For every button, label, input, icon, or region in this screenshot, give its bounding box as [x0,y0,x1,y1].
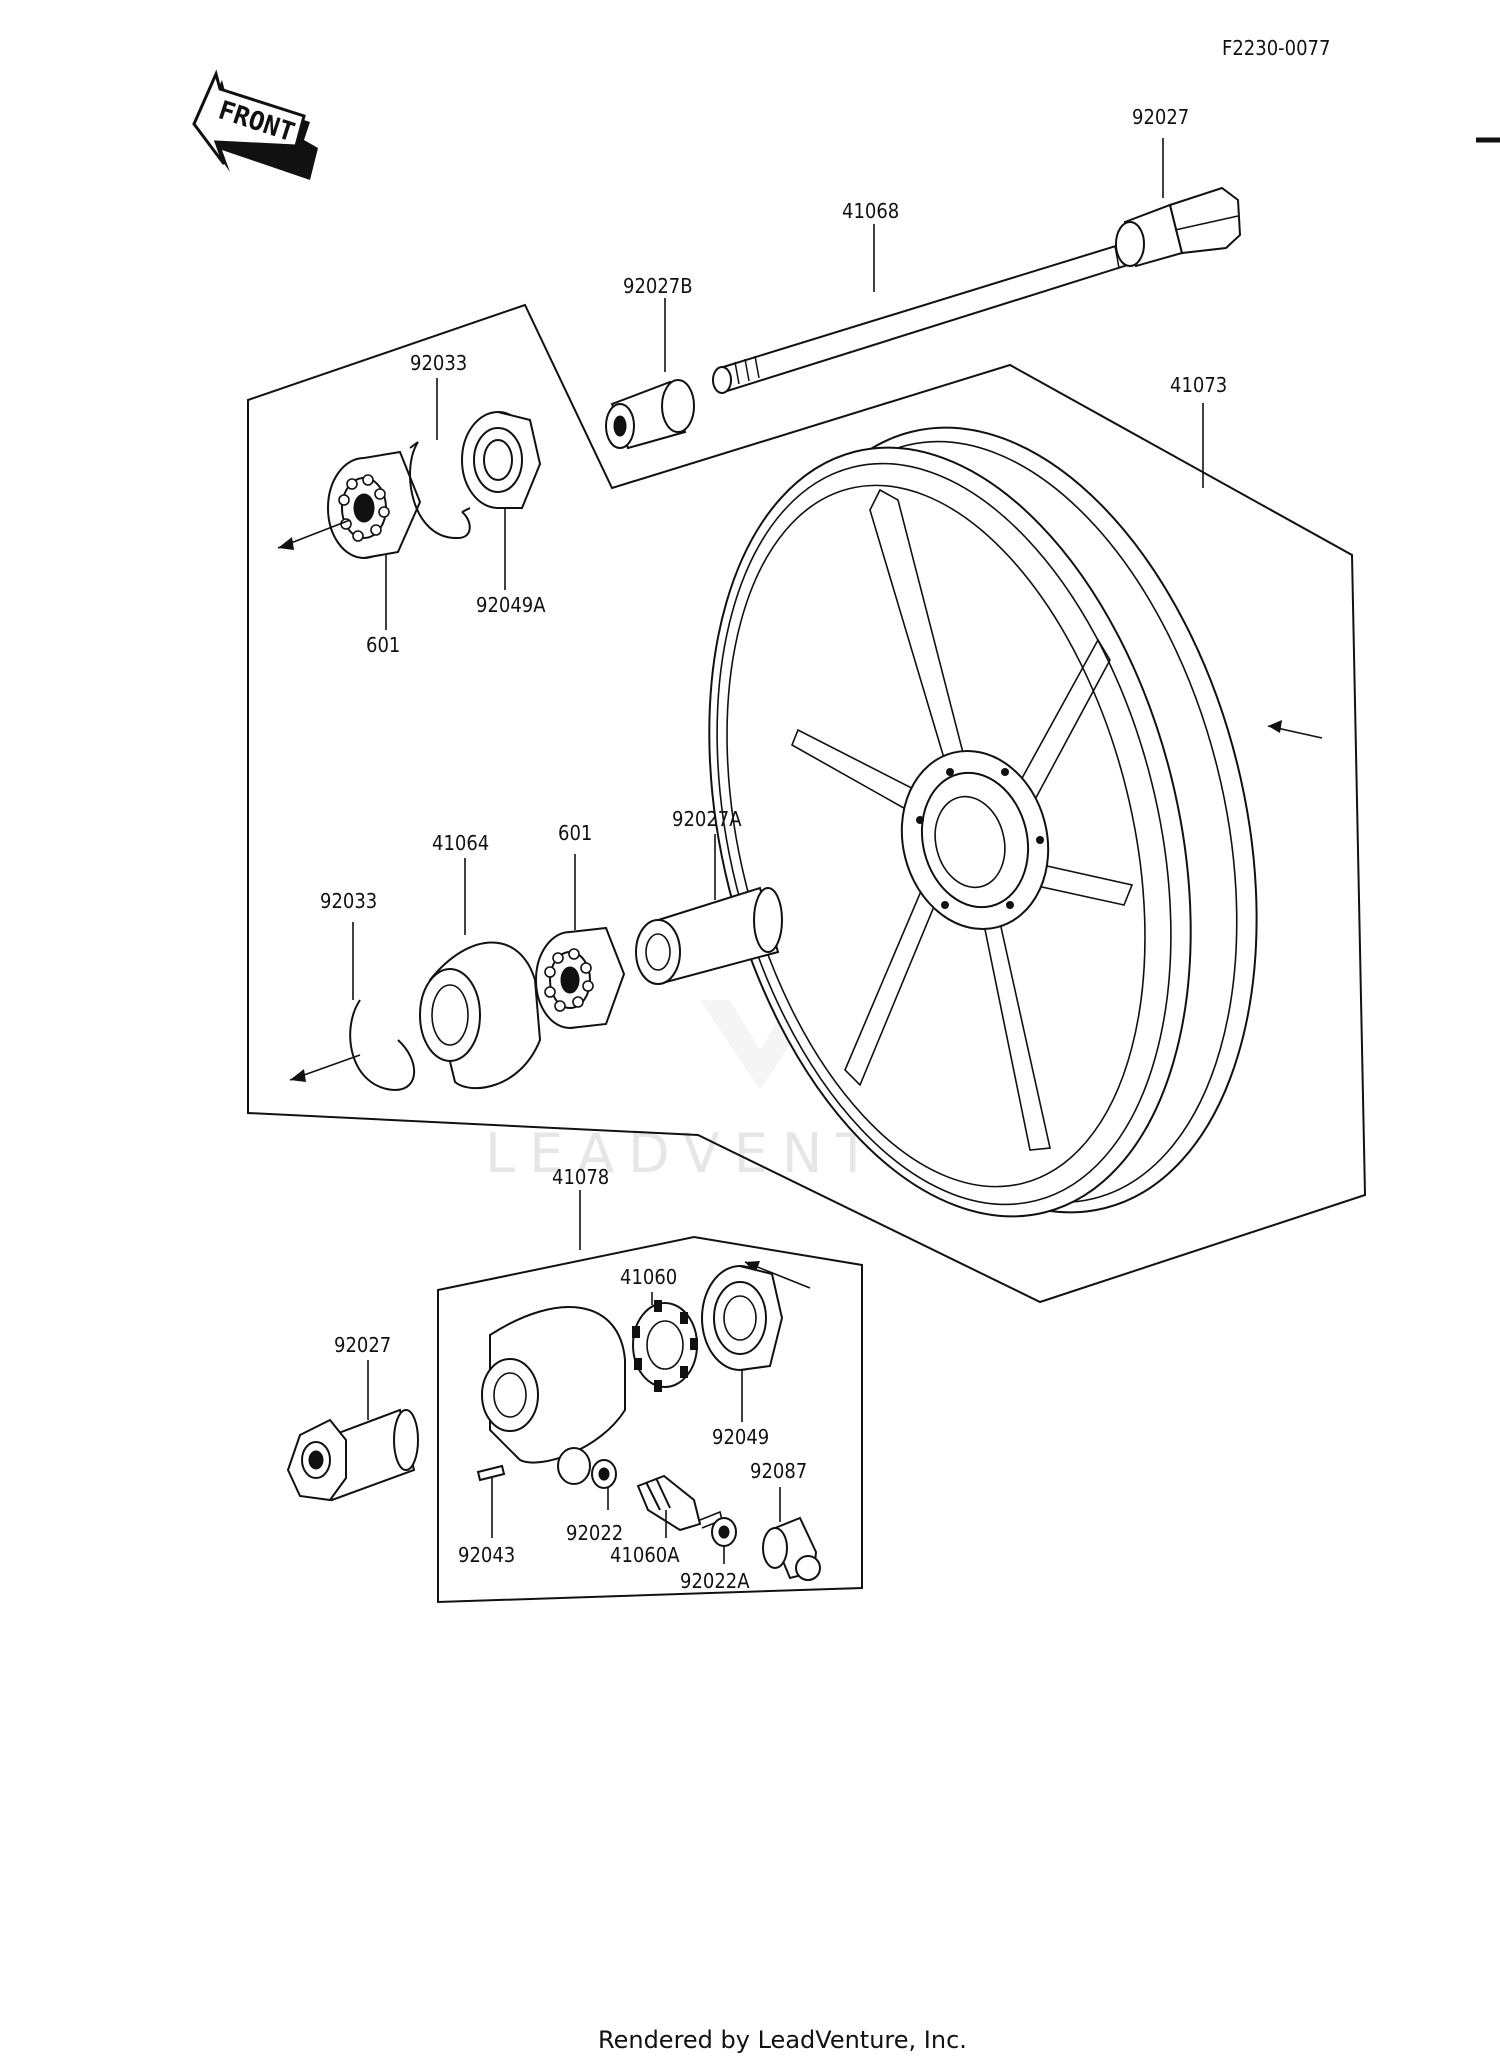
speedometer-gear [632,1300,698,1392]
front-arrow-icon: FRONT [192,69,318,180]
leader-lines [352,138,1204,1564]
label-92022: 92022 [566,1521,623,1545]
label-41068: 41068 [842,199,899,223]
axle-nut-bottom [286,1408,419,1502]
direction-arrows [277,519,1323,1289]
oil-seal-92049 [701,1265,784,1371]
bearing-group-outline [247,303,1367,1304]
bearing-601-top [327,450,422,559]
washer-92022a [711,1517,737,1547]
cover-41064 [419,941,542,1089]
label-92027b: 92027B [623,274,693,298]
axle-shaft [712,235,1152,394]
bearing-601-mid [535,926,626,1029]
part-labels: 92027 41068 92027B 41073 92033 601 92049… [320,105,1227,1593]
label-601-top: 601 [366,633,400,657]
label-41064: 41064 [432,831,489,855]
label-41060a: 41060A [610,1543,680,1567]
label-601-mid: 601 [558,821,592,845]
label-92027a: 92027A [672,807,742,831]
label-92027-bottom: 92027 [334,1333,391,1357]
spacer-92027a [635,886,783,985]
footer-credit: Rendered by LeadVenture, Inc. [598,2026,967,2054]
label-92033-top: 92033 [410,351,467,375]
oil-seal-92049a [461,411,542,509]
label-41060: 41060 [620,1265,677,1289]
label-92087: 92087 [750,1459,807,1483]
circlip-92033-top [409,441,471,540]
bushing-92087 [762,1516,821,1581]
label-92049a: 92049A [476,593,546,617]
pin-92043 [476,1464,506,1482]
label-92022a: 92022A [680,1569,750,1593]
circlip-92033-top-end [409,441,471,513]
speedometer-gear-housing [481,1306,626,1485]
circlip-92033-mid [349,999,416,1092]
front-wheel [708,426,1258,1218]
label-41078: 41078 [552,1165,609,1189]
label-92043: 92043 [458,1543,515,1567]
axle-nut-top [1115,186,1242,268]
label-41073: 41073 [1170,373,1227,397]
label-92027-top: 92027 [1132,105,1189,129]
label-92049: 92049 [712,1425,769,1449]
spacer-92027b [605,379,695,450]
pinion-41060a [636,1474,723,1532]
washer-92022 [591,1459,617,1489]
diagram-code: F2230-0077 [1222,36,1330,60]
speedometer-group-outline [437,1235,863,1604]
label-92033-mid: 92033 [320,889,377,913]
